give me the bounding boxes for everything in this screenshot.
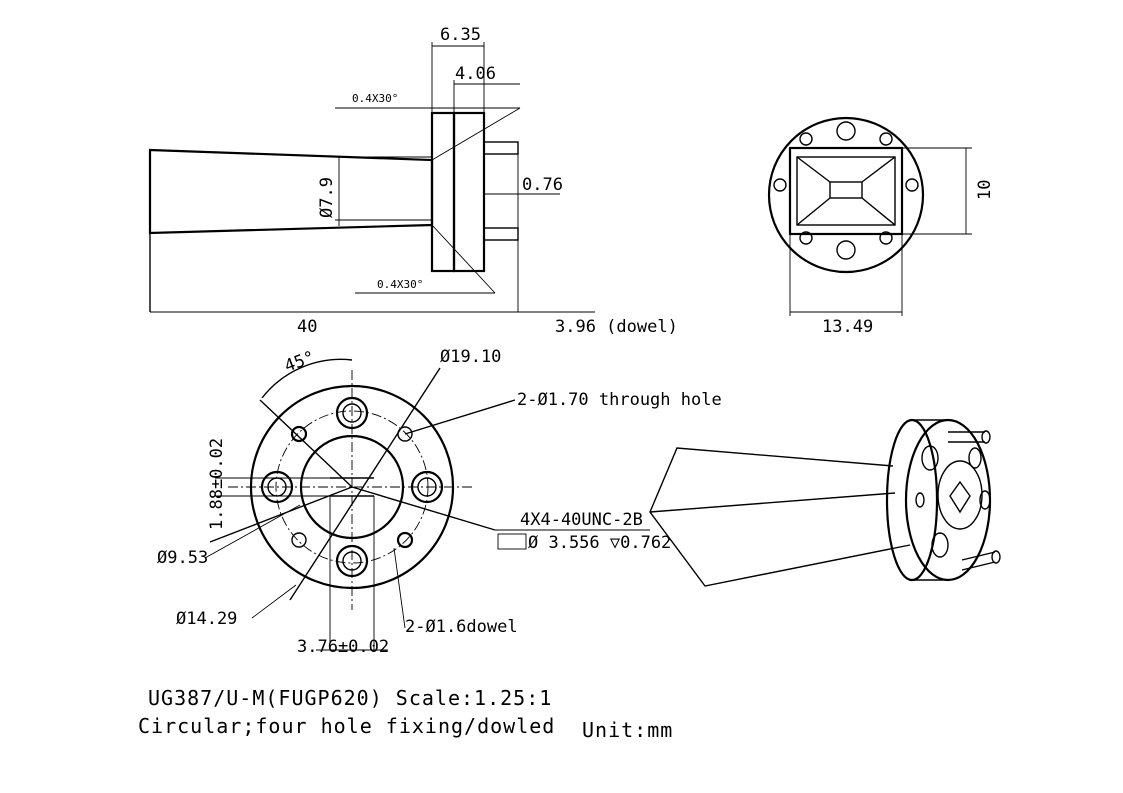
- iso-bore: [937, 460, 983, 530]
- dim-3-76: 3.76±0.02: [297, 637, 389, 657]
- dim-10: 10: [975, 180, 995, 200]
- dim-0-76: 0.76: [522, 175, 563, 195]
- tapped-hole-top-inner: [342, 403, 362, 423]
- leader-phi-953: [204, 504, 301, 559]
- dim-dowel-396: 3.96 (dowel): [555, 317, 678, 337]
- iso-pin-1-end: [981, 430, 991, 444]
- title-block: UG387/U-M(FUGP620) Scale:1.25:1 Circular…: [138, 686, 673, 742]
- dim-13-49: 13.49: [822, 317, 873, 337]
- tapped-hole-right-inner: [417, 477, 437, 497]
- iso-pin-2-end: [991, 550, 1001, 564]
- dim-dowel-1-6: 2-Ø1.6dowel: [405, 617, 518, 637]
- dowel-pin-bottom: [483, 227, 519, 241]
- tapped-hole-left: [260, 470, 294, 504]
- dim-6-35: 6.35: [440, 25, 481, 45]
- tapped-hole-right: [410, 470, 444, 504]
- end-hole-tl: [799, 132, 813, 146]
- iso-aperture: [949, 480, 971, 514]
- dim-thread: 4X4-40UNC-2B: [520, 510, 643, 530]
- diag-line-2: [289, 367, 441, 601]
- flange-side: [430, 111, 456, 273]
- end-hole-top: [836, 121, 856, 141]
- end-hole-r: [905, 178, 919, 192]
- end-hole-bl: [799, 231, 813, 245]
- chamfer-bottom-label: 0.4X30°: [377, 278, 423, 291]
- iso-hole-5: [915, 492, 925, 508]
- angle-arc: [261, 358, 353, 399]
- end-taper-4: [861, 197, 896, 226]
- iso-hole-4: [979, 490, 991, 510]
- dim-1-88: 1.88±0.02: [207, 438, 227, 530]
- end-taper-3: [796, 197, 831, 226]
- horn-iso-edge: [649, 492, 896, 513]
- end-hole-bottom: [836, 240, 856, 260]
- title-line-2: Circular;four hole fixing/dowled: [138, 714, 555, 738]
- diag-line-4: [351, 486, 496, 531]
- chamfer-bottom-diag: [431, 224, 496, 294]
- end-horn-rect: [788, 146, 904, 236]
- end-view: 10 13.49: [767, 116, 995, 337]
- end-horn-inner: [796, 156, 896, 226]
- end-flange-circle: [767, 116, 925, 274]
- leader-dowel: [393, 547, 406, 629]
- chamfer-top-diag: [431, 107, 521, 161]
- flange-view: 45° Ø19.10 2-Ø1.70 through hole 1.88±0.0…: [157, 347, 722, 657]
- leader-through-hole: [404, 399, 516, 435]
- dim-thread-depth: Ø 3.556 ▽0.762: [528, 533, 671, 553]
- isometric-view: [649, 418, 1001, 587]
- iso-hole-1: [921, 445, 939, 471]
- dim-40: 40: [297, 317, 317, 337]
- horn-side-outline: [148, 148, 434, 235]
- end-hole-l: [773, 178, 787, 192]
- end-hole-tr: [879, 132, 893, 146]
- dim-phi-9-53: Ø9.53: [157, 548, 208, 568]
- dowel-hole-2: [396, 531, 414, 549]
- leader-phi-1429: [251, 584, 297, 619]
- horn-iso-outline: [649, 447, 911, 587]
- dim-angle-45: 45°: [282, 347, 318, 376]
- end-taper-2: [861, 156, 896, 183]
- dowel-pin-top: [483, 141, 519, 155]
- side-view: 0.4X30° 0.4X30° 6.35 4.06 0.76 Ø7.9 40 3…: [148, 25, 678, 337]
- iso-pin-2-a: [961, 551, 996, 561]
- flange-iso-back: [885, 418, 939, 582]
- title-line-1: UG387/U-M(FUGP620) Scale:1.25:1: [148, 686, 552, 710]
- end-taper-1: [796, 156, 831, 183]
- through-hole-2: [291, 532, 307, 548]
- tapped-hole-bottom-inner: [342, 551, 362, 571]
- dim-phi-14-29: Ø14.29: [176, 609, 237, 629]
- title-unit: Unit:mm: [582, 718, 673, 742]
- end-waveguide-aperture: [829, 181, 863, 199]
- dim-4-06: 4.06: [455, 64, 496, 84]
- flange-face: [452, 111, 486, 273]
- dim-phi-19-10: Ø19.10: [440, 347, 501, 367]
- tapped-hole-top: [335, 396, 369, 430]
- iso-hole-3: [968, 447, 982, 469]
- diag-line-1: [259, 399, 353, 488]
- dim-through-hole: 2-Ø1.70 through hole: [517, 390, 722, 410]
- thread-depth-box: [497, 533, 527, 550]
- end-hole-br: [879, 231, 893, 245]
- dowel-hole-1: [290, 425, 308, 443]
- chamfer-top-label: 0.4X30°: [352, 92, 398, 105]
- dim-phi-7-9: Ø7.9: [317, 177, 337, 218]
- iso-pin-2-b: [961, 561, 996, 571]
- iso-hole-2: [931, 532, 949, 558]
- tapped-hole-bottom: [335, 544, 369, 578]
